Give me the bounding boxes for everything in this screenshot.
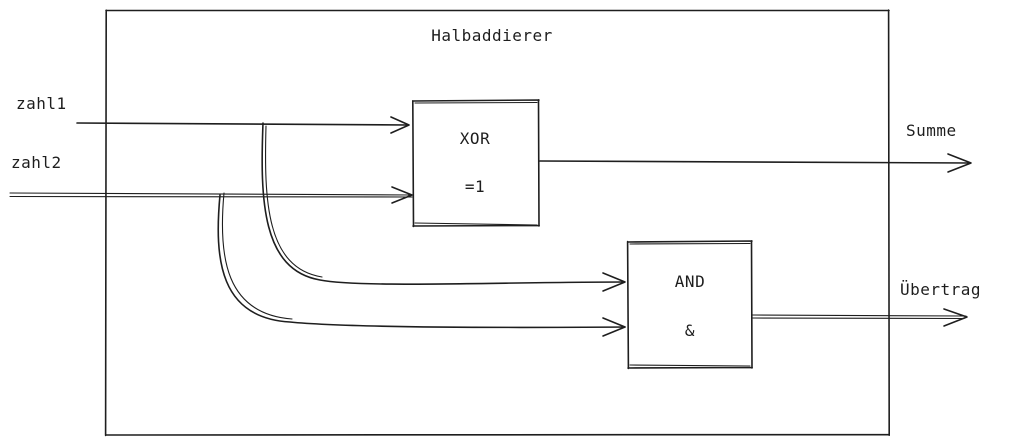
wire-zahl1-to-xor xyxy=(76,116,410,134)
halbaddierer-boundary xyxy=(104,9,890,437)
wire-xor-to-summe xyxy=(539,153,972,173)
input-label-zahl1: zahl1 xyxy=(16,94,67,113)
xor-gate-name: XOR xyxy=(460,129,490,148)
wire-zahl2-to-and xyxy=(217,192,626,337)
output-label-summe: Summe xyxy=(906,121,957,140)
xor-gate xyxy=(412,99,540,228)
and-gate xyxy=(626,240,753,370)
wire-and-to-uebertrag xyxy=(751,308,968,327)
and-gate-symbol: & xyxy=(685,321,695,340)
and-gate-name: AND xyxy=(675,272,705,291)
diagram-title: Halbaddierer xyxy=(431,26,553,45)
xor-gate-symbol: =1 xyxy=(465,177,485,196)
output-label-uebertrag: Übertrag xyxy=(900,280,981,299)
wire-zahl1-to-and xyxy=(261,122,626,292)
input-label-zahl2: zahl2 xyxy=(11,153,62,172)
wire-zahl2-to-xor xyxy=(9,186,413,204)
